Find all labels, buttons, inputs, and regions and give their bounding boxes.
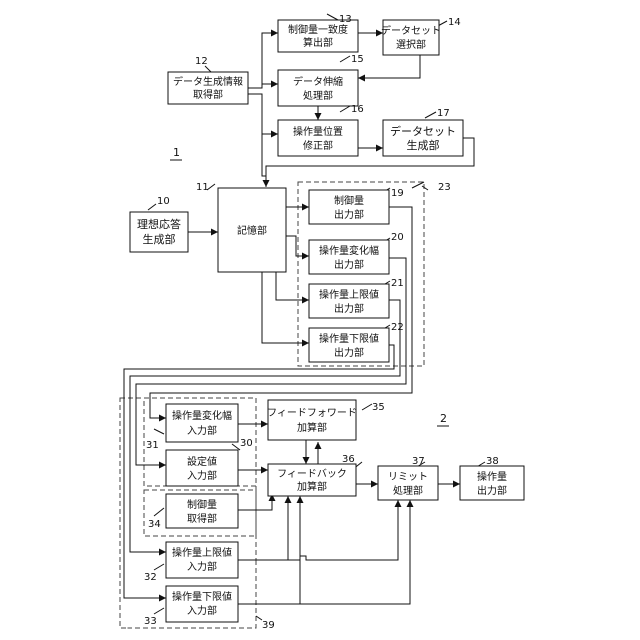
ref-11: 11 <box>196 182 209 193</box>
block-32: 操作量上限値 入力部 <box>166 542 238 578</box>
block-14-label-1: データセット <box>381 24 441 37</box>
ref-10: 10 <box>157 196 170 207</box>
block-30-label-1: 設定値 <box>187 455 217 468</box>
block-31: 操作量変化幅 入力部 <box>166 404 238 442</box>
block-19-label-1: 制御量 <box>334 194 364 207</box>
block-32-label-1: 操作量上限値 <box>172 546 232 559</box>
block-35: フィードフォワード 加算部 <box>267 400 357 440</box>
block-22-label-1: 操作量下限値 <box>319 332 379 345</box>
block-34-label-2: 取得部 <box>187 512 217 525</box>
block-31-label-1: 操作量変化幅 <box>172 409 232 422</box>
ref-17: 17 <box>437 108 450 119</box>
ref-37: 37 <box>412 456 425 467</box>
block-38-label-1: 操作量 <box>477 470 507 483</box>
ref-16: 16 <box>351 104 364 115</box>
ref-33: 33 <box>144 616 157 627</box>
ref-23: 23 <box>438 182 451 193</box>
ref-22: 22 <box>391 322 404 333</box>
ref-19: 19 <box>391 188 404 199</box>
reference-numerals: 12 13 14 15 16 17 10 11 19 20 21 22 23 3… <box>144 14 499 631</box>
ref-36: 36 <box>342 454 355 465</box>
ref-21: 21 <box>391 278 404 289</box>
block-36-label-1: フィードバック <box>277 468 347 480</box>
block-19: 制御量 出力部 <box>309 190 389 224</box>
block-12-label-2: 取得部 <box>193 88 223 101</box>
block-10-label-2: 生成部 <box>143 232 176 246</box>
ref-39: 39 <box>262 620 275 631</box>
ref-20: 20 <box>391 232 404 243</box>
block-37-label-2: 処理部 <box>393 484 423 497</box>
block-30: 設定値 入力部 <box>166 450 238 486</box>
block-35-label-1: フィードフォワード <box>267 408 357 419</box>
ref-32: 32 <box>144 572 157 583</box>
block-38-label-2: 出力部 <box>477 484 507 497</box>
block-15-label-2: 処理部 <box>303 89 333 102</box>
block-15: データ伸縮 処理部 <box>278 70 358 106</box>
block-33: 操作量下限値 入力部 <box>166 586 238 622</box>
block-33-label-2: 入力部 <box>187 604 217 617</box>
block-16: 操作量位置 修正部 <box>278 120 358 156</box>
ref-30: 30 <box>240 438 253 449</box>
ref-13: 13 <box>339 14 352 25</box>
block-10: 理想応答 生成部 <box>130 212 188 252</box>
block-35-label-2: 加算部 <box>297 421 327 434</box>
ref-38: 38 <box>486 456 499 467</box>
block-21-label-1: 操作量上限値 <box>319 288 379 301</box>
block-14-label-2: 選択部 <box>396 38 426 51</box>
block-19-label-2: 出力部 <box>334 208 364 221</box>
block-11: 記憶部 <box>218 188 286 272</box>
block-17: データセット 生成部 <box>383 120 463 156</box>
block-31-label-2: 入力部 <box>187 424 217 437</box>
system-label-2: 2 <box>440 412 447 425</box>
block-36: フィードバック 加算部 <box>268 464 356 496</box>
ref-31: 31 <box>146 440 159 451</box>
block-20-label-1: 操作量変化幅 <box>319 244 379 257</box>
block-22: 操作量下限値 出力部 <box>309 328 389 362</box>
block-30-label-2: 入力部 <box>187 469 217 482</box>
block-11-label-1: 記憶部 <box>237 224 267 237</box>
block-37-label-1: リミット <box>388 472 428 483</box>
system-label-1: 1 <box>173 146 180 159</box>
block-16-label-2: 修正部 <box>303 139 333 152</box>
block-20-label-2: 出力部 <box>334 258 364 271</box>
block-21-label-2: 出力部 <box>334 302 364 315</box>
block-33-label-1: 操作量下限値 <box>172 590 232 603</box>
block-38: 操作量 出力部 <box>460 466 524 500</box>
block-37: リミット 処理部 <box>378 466 438 500</box>
block-32-label-2: 入力部 <box>187 560 217 573</box>
block-12: データ生成情報 取得部 <box>168 72 248 104</box>
block-22-label-2: 出力部 <box>334 346 364 359</box>
block-21: 操作量上限値 出力部 <box>309 284 389 318</box>
block-13-label-2: 算出部 <box>303 36 333 49</box>
block-36-label-2: 加算部 <box>297 480 327 493</box>
block-12-label-1: データ生成情報 <box>173 75 243 88</box>
ref-34: 34 <box>148 519 161 530</box>
block-17-label-1: データセット <box>390 124 456 138</box>
block-15-label-1: データ伸縮 <box>293 75 343 88</box>
block-20: 操作量変化幅 出力部 <box>309 240 389 274</box>
ref-15: 15 <box>351 54 364 65</box>
ref-14: 14 <box>448 17 461 28</box>
block-16-label-1: 操作量位置 <box>293 125 343 138</box>
block-14: データセット 選択部 <box>381 20 441 55</box>
ref-12: 12 <box>195 56 208 67</box>
ref-35: 35 <box>372 402 385 413</box>
block-34: 制御量 取得部 <box>166 494 238 528</box>
block-17-label-2: 生成部 <box>407 138 440 152</box>
block-34-label-1: 制御量 <box>187 498 217 511</box>
block-10-label-1: 理想応答 <box>137 217 181 231</box>
